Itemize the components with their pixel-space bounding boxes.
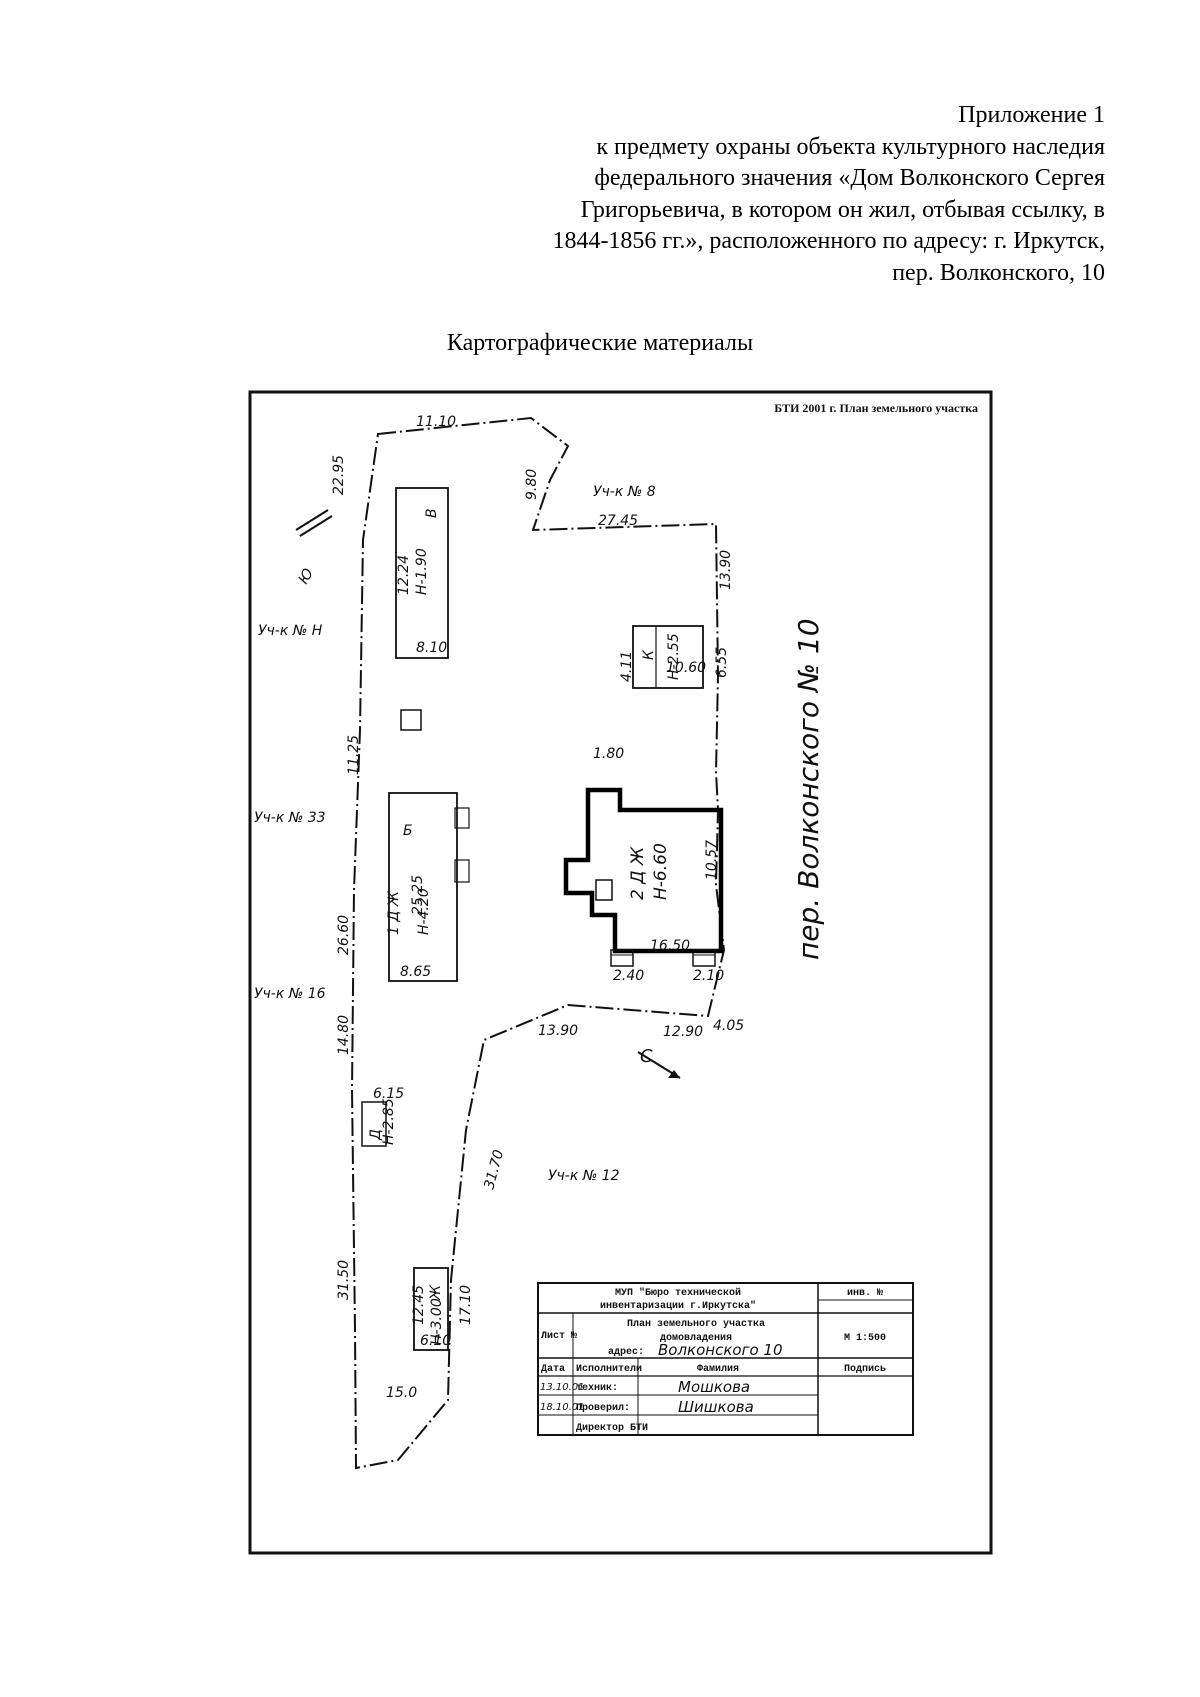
dim-10-60: 10.60 bbox=[666, 660, 706, 676]
dim-4-11: 4.11 bbox=[619, 651, 635, 682]
stamp-inv-label: инв. № bbox=[847, 1288, 883, 1299]
sheet-frame bbox=[248, 390, 993, 1555]
land-plot-plan: БТИ 2001 г. План земельного участка bbox=[248, 390, 993, 1555]
dim-26-60: 26.60 bbox=[336, 915, 352, 955]
shed-k-label: К bbox=[641, 649, 657, 660]
header-line-3: федерального значения «Дом Волконского С… bbox=[594, 165, 1105, 191]
outbuilding-v-area: 12.24 bbox=[396, 555, 412, 595]
dim-11-10: 11.10 bbox=[416, 414, 456, 430]
outbuilding-b bbox=[388, 792, 458, 982]
outbuilding-v-height: Н-1.90 bbox=[414, 548, 430, 595]
dim-25-25: 25.25 bbox=[410, 875, 426, 915]
stamp-scale: М 1:500 bbox=[844, 1333, 886, 1344]
title-block: МУП "Бюро технической инвентаризации г.И… bbox=[537, 1282, 914, 1436]
stamp-address-label: адрес: bbox=[608, 1347, 644, 1358]
porch-3 bbox=[692, 949, 716, 967]
stamp-row-director: Директор БТИ bbox=[576, 1423, 648, 1434]
dim-10-57: 10.57 bbox=[704, 840, 720, 880]
dim-2-40: 2.40 bbox=[613, 968, 644, 984]
stamp-sheet-label: Лист № bbox=[541, 1331, 577, 1342]
label-neighbor-left: Уч-к № Н bbox=[258, 623, 323, 639]
dim-16-50: 16.50 bbox=[650, 938, 690, 954]
north-arrow-head bbox=[668, 1070, 680, 1078]
south-arrow bbox=[295, 509, 329, 531]
dim-9-80: 9.80 bbox=[524, 469, 540, 500]
shed-zh-label: Ж bbox=[428, 1284, 444, 1301]
stamp-doc-line1: План земельного участка bbox=[627, 1319, 765, 1330]
stamp-date-2: 18.10.01 bbox=[540, 1402, 585, 1413]
dim-13-90b: 13.90 bbox=[538, 1023, 578, 1039]
stamp-col-date: Дата bbox=[541, 1364, 565, 1375]
house-height: Н-6.60 bbox=[651, 843, 671, 900]
well bbox=[400, 709, 422, 731]
section-subtitle: Картографические материалы bbox=[446, 330, 754, 356]
shed-d-label: Д bbox=[368, 1129, 384, 1141]
stamp-col-executor: Исполнители bbox=[576, 1364, 642, 1375]
dim-15-0: 15.0 bbox=[386, 1385, 417, 1401]
header-line-5: 1844-1856 гг.», расположенного по адресу… bbox=[552, 228, 1105, 254]
stamp-col-surname: Фамилия bbox=[697, 1364, 739, 1375]
stamp-surname-1: Мошкова bbox=[678, 1378, 750, 1396]
appendix-header: Приложение 1 к предмету охраны объекта к… bbox=[385, 100, 1105, 289]
porch-2 bbox=[610, 949, 634, 967]
outbuilding-v bbox=[395, 487, 449, 659]
outbuilding-b-label: Б bbox=[403, 823, 413, 839]
dim-1-80: 1.80 bbox=[593, 746, 624, 762]
dim-6-55: 6.55 bbox=[714, 647, 730, 678]
header-line-6: пер. Волконского, 10 bbox=[892, 259, 1105, 286]
plan-drawing: БТИ 2001 г. План земельного участка bbox=[248, 390, 993, 1555]
label-neighbor-8: Уч-к № 8 bbox=[593, 484, 656, 500]
dim-6-15: 6.15 bbox=[373, 1086, 404, 1102]
dim-8-65: 8.65 bbox=[400, 964, 431, 980]
dim-13-90: 13.90 bbox=[718, 550, 734, 590]
shed-zh-height: Н-3.00 bbox=[429, 1298, 445, 1345]
dim-31-50: 31.50 bbox=[336, 1260, 352, 1300]
porch-1 bbox=[595, 879, 613, 901]
dim-22-95: 22.95 bbox=[331, 455, 347, 495]
header-line-1: Приложение 1 bbox=[958, 102, 1105, 128]
label-neighbor-16: Уч-к № 16 bbox=[254, 986, 326, 1002]
stamp-doc-line2: домовладения bbox=[660, 1333, 732, 1344]
dim-17-10: 17.10 bbox=[458, 1285, 474, 1325]
dim-12-90: 12.90 bbox=[663, 1024, 703, 1040]
north-label: С bbox=[640, 1046, 653, 1067]
dim-27-45: 27.45 bbox=[598, 513, 638, 529]
stamp-org-line2: инвентаризации г.Иркутска" bbox=[600, 1300, 756, 1312]
stamp-date-1: 13.10.01 bbox=[540, 1382, 585, 1393]
plot-boundary bbox=[350, 416, 726, 1470]
label-neighbor-33: Уч-к № 33 bbox=[254, 810, 326, 826]
dim-12-45: 12.45 bbox=[411, 1285, 427, 1325]
stamp-org-line1: МУП "Бюро технической bbox=[615, 1287, 741, 1299]
stamp-address-value: Волконского 10 bbox=[658, 1341, 783, 1359]
dim-4-05: 4.05 bbox=[713, 1018, 744, 1034]
outbuilding-b-height: Н-4.20 bbox=[416, 888, 432, 935]
dim-14-80: 14.80 bbox=[336, 1015, 352, 1055]
stamp-row-checked: Проверил: bbox=[576, 1403, 630, 1414]
house-name: 2 Д Ж bbox=[628, 846, 648, 900]
sheet-title: БТИ 2001 г. План земельного участка bbox=[774, 401, 978, 415]
header-line-4: Григорьевича, в котором он жил, отбывая … bbox=[580, 196, 1105, 223]
dim-8-10: 8.10 bbox=[416, 640, 447, 656]
stamp-col-signature: Подпись bbox=[844, 1364, 886, 1375]
shed-zh bbox=[413, 1267, 449, 1351]
dim-2-10: 2.10 bbox=[693, 968, 724, 984]
label-neighbor-12: Уч-к № 12 bbox=[548, 1168, 620, 1184]
main-house-outline bbox=[563, 787, 724, 954]
outbuilding-b-area: 1 Д Ж bbox=[386, 890, 402, 935]
outbuilding-v-label: В bbox=[424, 508, 440, 518]
south-label: Ю bbox=[296, 566, 317, 587]
dim-6-10: 6.10 bbox=[420, 1333, 451, 1349]
shed-d-height: Н-2.85 bbox=[381, 1098, 397, 1145]
header-line-2: к предмету охраны объекта культурного на… bbox=[596, 133, 1105, 160]
street-label: пер. Волконского № 10 bbox=[792, 618, 825, 960]
shed-k bbox=[632, 625, 704, 689]
stamp-row-technician: техник: bbox=[576, 1383, 618, 1394]
shed-d bbox=[361, 1101, 387, 1147]
dim-11-25: 11.25 bbox=[346, 735, 362, 775]
stamp-surname-2: Шишкова bbox=[678, 1398, 754, 1416]
shed-k-height: Н-2.55 bbox=[666, 633, 682, 680]
